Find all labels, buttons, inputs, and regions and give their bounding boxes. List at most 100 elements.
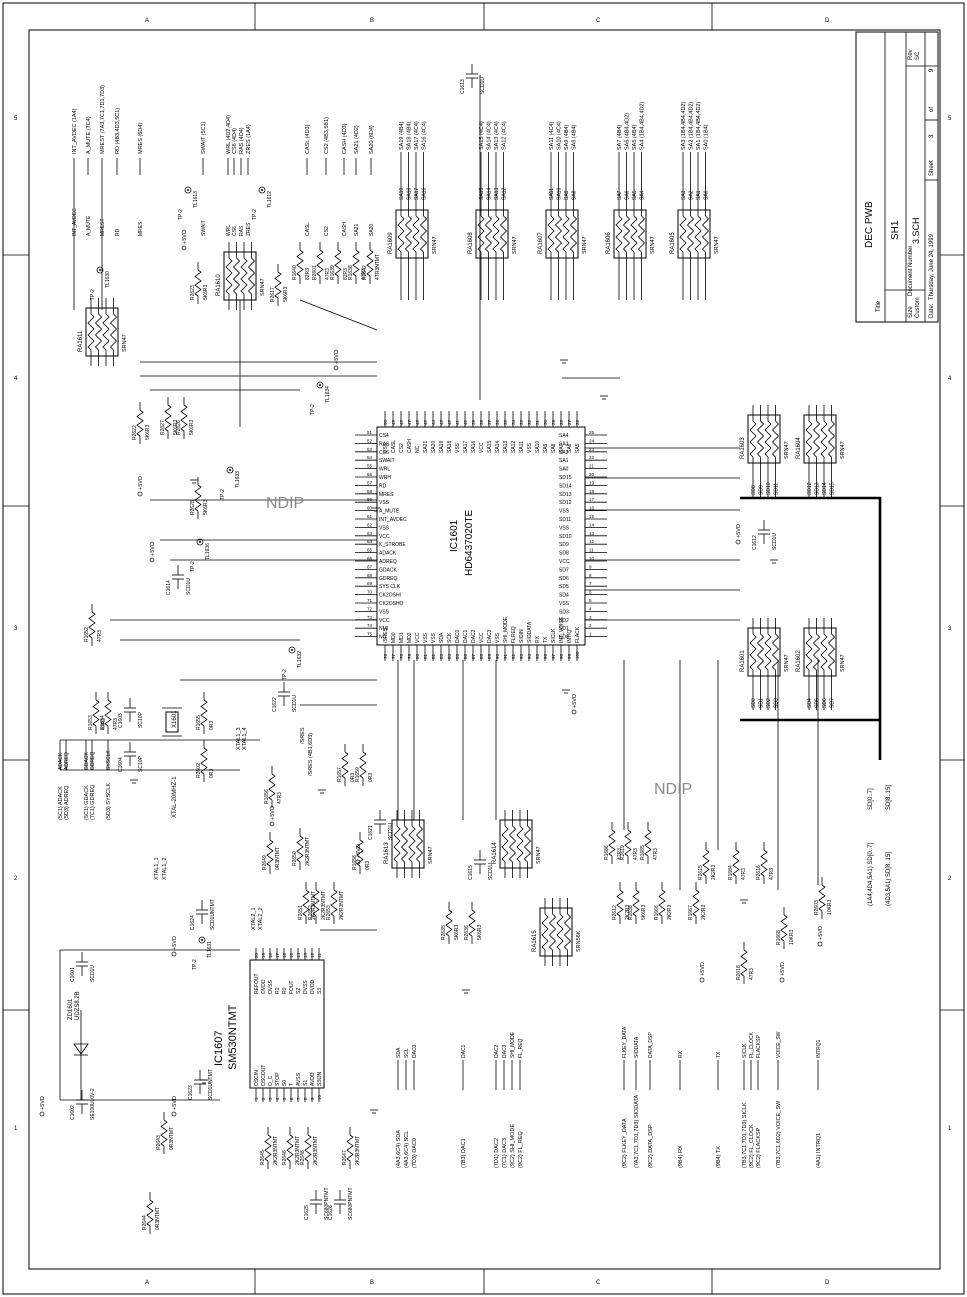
power-symbol-12 <box>779 977 785 983</box>
crystal-body <box>165 711 179 733</box>
power-label-10: +5VD <box>172 1096 178 1110</box>
resistor-r2623-value: 5K6R3 <box>203 284 209 300</box>
bottom-net-data-dsp: DATA_DSP <box>648 1032 654 1058</box>
resistor-r2642-symbol <box>366 249 374 277</box>
ic1601-pin-num-35: 35 <box>503 419 508 425</box>
ic1601-pin-label-vss-41: VSS <box>455 442 461 453</box>
array-ra1608-signal-sa13-4c4: SA13 (4C4) <box>494 121 500 150</box>
array-ra1615-resistor-1 <box>548 913 557 951</box>
capacitor-c1626-value: SC680PNTMT <box>348 1187 354 1220</box>
array-ra1604-net-sd15: SD15 <box>830 482 836 495</box>
ic1601-pin-label-adreq-66: ADREQ <box>379 559 397 565</box>
array-ra1609-signal-sa19-4b4: SA19 (4B4) <box>399 121 405 150</box>
array-ra1604-resistor-1 <box>812 420 821 458</box>
ic1601-pin-label-nc-75: NC <box>379 635 387 641</box>
net-label-rd-3: RD <box>115 228 121 236</box>
ic1601-pin-num-25: 25 <box>589 430 595 435</box>
array-ra1607-signal-sa8-4b4: SA8 (4B4) <box>572 124 578 150</box>
ic1601-pin-label-cs6-53: CS6 <box>379 450 389 456</box>
ic1601-pin-num-67: 67 <box>367 564 373 569</box>
ic1601-right-pins: 25SA424SA323SA222SA121SA020SD1519SD1418S… <box>559 430 607 641</box>
array-ra1615-resistor-0 <box>541 913 549 951</box>
sheet-total: 9 <box>929 68 935 72</box>
resistor-r1657-value: 0R3 <box>350 773 356 782</box>
resistor-r2603-ref: R2603 <box>814 900 820 915</box>
bottom-net-sda: SDA <box>396 1047 402 1058</box>
array-ra1610-ref: RA1610 <box>216 274 222 296</box>
ic1607-pin-label-stop: STOP <box>275 1072 281 1086</box>
bottom-net-intrq1: INTRQ1 <box>816 1039 822 1058</box>
ic1601-pin-num-80: 80 <box>415 653 420 659</box>
net-label-sa20-14: SA20 <box>369 224 375 236</box>
ic1601-pin-label-sa18-42: SA18 <box>447 441 453 453</box>
ic1601-pin-num-92: 92 <box>511 653 516 659</box>
resistor-r2616-ref: R2616 <box>756 865 762 880</box>
testpoint-tl1632-type: TP-2 <box>282 669 288 680</box>
ic1601-pin-label-sd15-20: SD15 <box>559 475 572 481</box>
resistor-r2626-value: 5K6R3 <box>189 419 195 435</box>
array-ra1608-body <box>475 209 509 259</box>
ic1601-pin-label-dac3-89: DAC3 <box>487 629 493 643</box>
net-label-zres-9: ZRES <box>246 222 252 236</box>
ic1601-pin-num-61: 61 <box>367 514 373 519</box>
capacitor-c1621-ref: C1621 <box>368 825 374 840</box>
net-label-cs2-11: CS2 <box>324 226 330 236</box>
ic1607-pin-label-s3: S3 <box>317 988 323 994</box>
signal-offpage-ras-4d4: RAS (4D4) <box>239 127 245 154</box>
array-ra1607-signal-sa10-4c4: SA10 (4C4) <box>557 121 563 150</box>
ic1601-pin-label-ck2oshi-70: CK2OSHI <box>379 593 401 599</box>
signal-offpage-cs2-4b3-5b1: CS2 (4B3,5B1) <box>324 117 330 154</box>
signal-offpage-int-avdec-1a4: INT_AVDEC (1A4) <box>72 108 78 154</box>
resistor-r2638-ref: R2638 <box>628 905 634 920</box>
testpoint-tl1634-ref: TL1634 <box>325 386 331 403</box>
array-ra1601-resistor-3 <box>771 633 780 671</box>
zone-col-bottom-d: D <box>825 1280 830 1286</box>
net-label-ras-8: RAS <box>239 225 245 236</box>
array-ra1613-resistor-3 <box>415 825 424 863</box>
ic1601-pin-num-70: 70 <box>367 590 373 595</box>
ic1601-pin-num-1: 1 <box>589 632 592 637</box>
resistor-r2626-ref: R2626 <box>176 420 182 435</box>
bottom-signal-9c2-shi-mode: (9C2) SHI_MODE <box>510 1124 516 1168</box>
bus-sd-8-15 <box>740 496 882 760</box>
zone-row-right-4: 4 <box>948 376 952 382</box>
resistor-r2644-ref: R2644 <box>142 1215 148 1230</box>
zone-row-right-1: 1 <box>948 1126 952 1132</box>
array-ra1609-signal-sa16-4c4: SA16 (4C4) <box>422 121 428 150</box>
testpoint-tl1633-type: TP-2 <box>220 489 226 500</box>
array-ra1608-signal-sa12-4c4: SA12 (4C4) <box>502 121 508 150</box>
array-ra1610-resistor-0 <box>225 257 233 295</box>
ic1601-pin-label-vss-90: VSS <box>495 632 501 643</box>
ic1601-pin-label-sa19-43: SA19 <box>439 441 445 453</box>
resistor-r2647-symbol <box>346 1134 354 1162</box>
capacitor-c1612-value: SCD1U <box>772 533 778 550</box>
of-label: of <box>929 107 935 112</box>
resistor-r1657-ref: R1657 <box>337 767 343 782</box>
ic1601-pin-num-57: 57 <box>367 480 373 485</box>
ic1601-pin-label-sd13-18: SD13 <box>559 492 572 498</box>
bottom-signal-7c1-dac3: (7C1) DAC3 <box>502 1138 508 1168</box>
resistor-r2603-value: 10KR3 <box>827 899 833 915</box>
array-ra1603-type: SRN47 <box>784 441 790 459</box>
ic1607-pin-label-dvdd: DVDD <box>310 979 316 994</box>
ic1601-pin-label-vss-5: VSS <box>559 601 570 607</box>
ic1601-pin-num-68: 68 <box>367 573 373 578</box>
resistor-r2619-symbol <box>624 829 632 857</box>
array-ra1609-signal-sa18-4b4: SA18 (4B4) <box>407 121 413 150</box>
resistor-r1653-ref: R1653 <box>88 715 94 730</box>
resistor-r2653-ref: R2653 <box>326 905 332 920</box>
array-ra1615-resistor-2 <box>556 913 564 951</box>
zone-col-top-d: D <box>825 18 830 24</box>
array-ra1605-signal-sa1-1b4-4b4-4d2: SA1 (1B4,4B4,4D2) <box>696 102 702 150</box>
ic1601-pin-label-sa2-23: SA2 <box>559 450 569 456</box>
ic1601-pin-label-sa13-35: SA13 <box>503 441 509 453</box>
net-label-a-mute-1: A_MUTE <box>86 215 92 236</box>
crystal-ref: X1601 <box>172 710 178 728</box>
bottom-signal-7b3-7c1-7d1-7d3-siclk: (7B3,7C1,7D1,7D3) SICLK <box>742 1102 748 1168</box>
testpoint-tl1613-symbol <box>184 186 192 194</box>
test-points: TL1613TP-2TL1612TP-2TL1630TP-2TL1634TP-2… <box>39 186 824 1117</box>
resistor-r1653-value: 47R3 <box>101 718 107 730</box>
ic1601-pin-label-sys-clk-69: SYS CLK <box>379 584 401 590</box>
ic1601-pin-label-sa1-22: SA1 <box>559 458 569 464</box>
